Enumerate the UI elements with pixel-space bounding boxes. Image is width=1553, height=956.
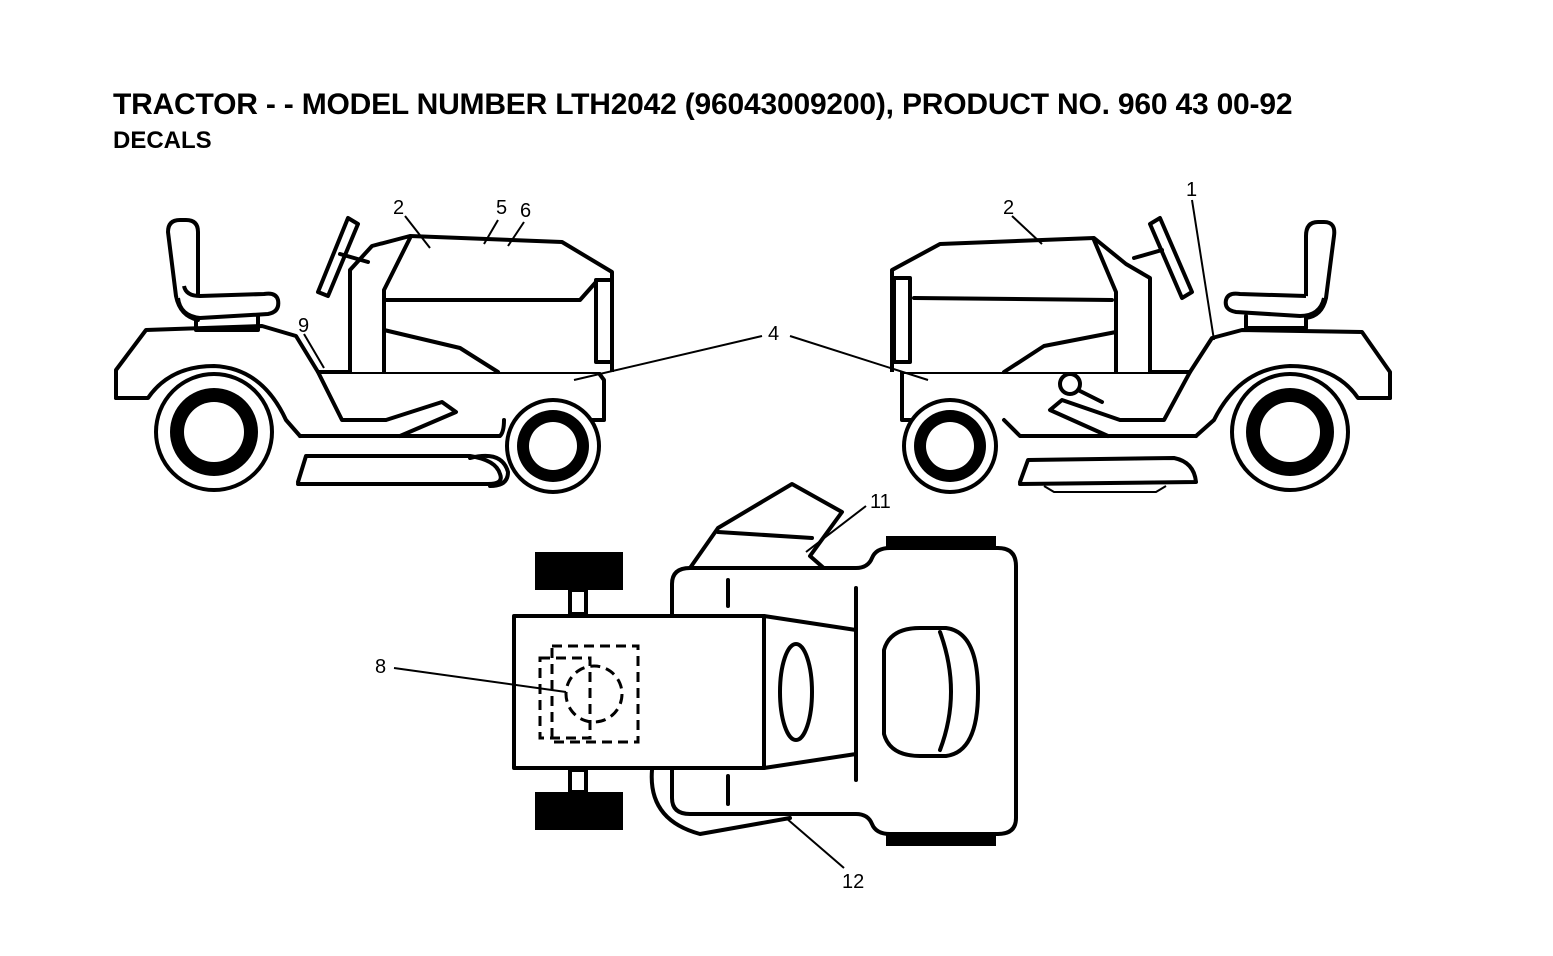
tractor-right-side-view xyxy=(890,216,1392,494)
callout-2-right: 2 xyxy=(1003,197,1014,219)
callout-9: 9 xyxy=(298,315,309,337)
callout-labels: 1 2 2 4 5 6 8 9 11 12 xyxy=(298,179,1197,893)
callout-11: 11 xyxy=(870,491,891,513)
callout-6: 6 xyxy=(520,200,531,222)
tractor-left-side-view xyxy=(114,216,614,494)
callout-leaders xyxy=(303,199,1215,869)
callout-5: 5 xyxy=(496,197,507,219)
callout-1: 1 xyxy=(1186,179,1197,201)
page-title: TRACTOR - - MODEL NUMBER LTH2042 (960430… xyxy=(113,88,1293,121)
tractor-top-view xyxy=(512,482,1018,846)
callout-12: 12 xyxy=(842,871,864,893)
callout-2-left: 2 xyxy=(393,197,404,219)
callout-4: 4 xyxy=(768,323,779,345)
page-subtitle: DECALS xyxy=(113,127,212,154)
callout-8: 8 xyxy=(375,656,386,678)
